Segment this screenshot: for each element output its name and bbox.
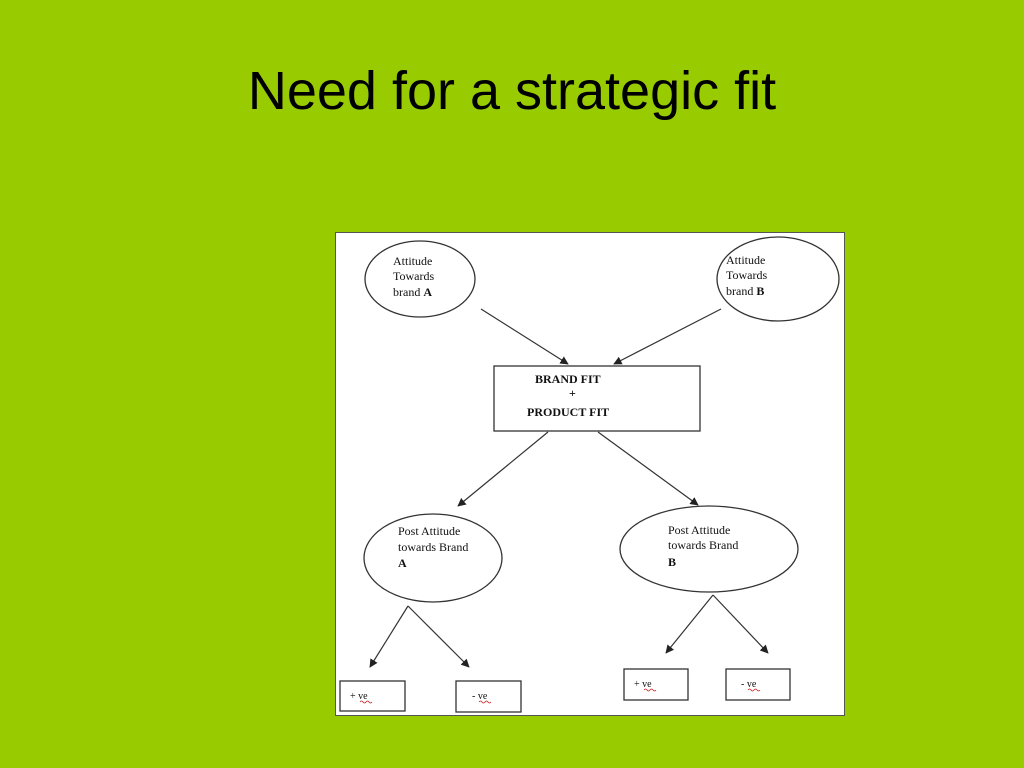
attitude-brand-a-node: Attitude Towards brand A bbox=[364, 240, 476, 318]
attitude-a-line3: brand A bbox=[393, 285, 432, 299]
post-attitude-a-node: Post Attitude towards Brand A bbox=[363, 513, 503, 603]
strategic-fit-diagram: Attitude Towards brand A Attitude Toward… bbox=[335, 232, 845, 716]
attitude-b-line1: Attitude bbox=[726, 253, 765, 267]
arrow-post-a-plus bbox=[369, 605, 409, 668]
arrow-post-a-minus bbox=[407, 605, 470, 668]
outcome-a-negative: - ve bbox=[455, 680, 522, 713]
outcome-b-positive-label: + ve bbox=[634, 679, 652, 690]
fit-line1: BRAND FIT bbox=[535, 372, 601, 386]
outcome-a-positive: + ve bbox=[339, 680, 406, 712]
outcome-b-positive: + ve bbox=[623, 668, 689, 701]
post-a-line2: towards Brand bbox=[398, 540, 468, 554]
arrow-post-b-minus bbox=[712, 594, 769, 654]
attitude-a-line2: Towards bbox=[393, 269, 434, 283]
arrow-a-to-fit bbox=[480, 308, 569, 365]
attitude-brand-b-node: Attitude Towards brand B bbox=[716, 236, 840, 322]
post-attitude-b-node: Post Attitude towards Brand B bbox=[619, 505, 799, 593]
arrow-fit-to-post-a bbox=[457, 431, 549, 507]
attitude-b-line2: Towards bbox=[726, 268, 767, 282]
post-a-line1: Post Attitude bbox=[398, 524, 460, 538]
attitude-a-line1: Attitude bbox=[393, 254, 432, 268]
post-b-line2: towards Brand bbox=[668, 538, 738, 552]
fit-line2: + bbox=[569, 386, 576, 400]
post-a-letter: A bbox=[398, 556, 407, 570]
outcome-b-negative-label: - ve bbox=[741, 679, 757, 690]
brand-product-fit-box: BRAND FIT + PRODUCT FIT bbox=[493, 365, 701, 432]
arrow-fit-to-post-b bbox=[597, 431, 699, 506]
outcome-a-positive-label: + ve bbox=[350, 691, 368, 702]
outcome-b-negative: - ve bbox=[725, 668, 791, 701]
arrow-b-to-fit bbox=[613, 308, 722, 365]
post-b-line1: Post Attitude bbox=[668, 523, 730, 537]
attitude-b-line3: brand B bbox=[726, 284, 764, 298]
fit-line3: PRODUCT FIT bbox=[527, 405, 609, 419]
outcome-a-negative-label: - ve bbox=[472, 691, 488, 702]
arrow-post-b-plus bbox=[665, 594, 714, 654]
slide-title: Need for a strategic fit bbox=[247, 61, 777, 121]
post-b-letter: B bbox=[668, 555, 676, 569]
